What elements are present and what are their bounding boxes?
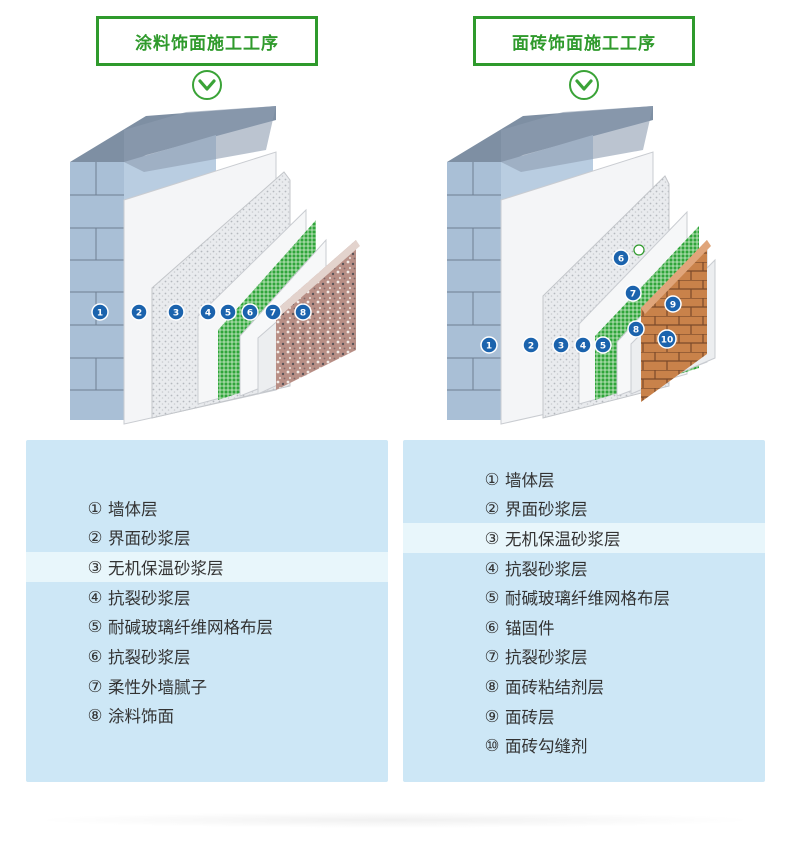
svg-text:7: 7 — [270, 309, 276, 319]
coating-finish-layer — [276, 240, 356, 390]
coating-title-box: 涂料饰面施工工序 — [96, 16, 318, 66]
svg-text:8: 8 — [300, 309, 306, 319]
tile-title: 面砖饰面施工工序 — [512, 33, 656, 54]
tile-wall-diagram: 1 2 3 4 5 6 7 8 9 10 — [403, 100, 765, 430]
svg-text:8: 8 — [633, 326, 639, 336]
svg-text:6: 6 — [247, 309, 253, 319]
svg-text:4: 4 — [205, 309, 211, 319]
tile-title-box: 面砖饰面施工工序 — [473, 16, 695, 66]
svg-text:9: 9 — [670, 301, 676, 311]
svg-text:7: 7 — [630, 290, 636, 300]
coating-title: 涂料饰面施工工序 — [135, 33, 279, 54]
svg-text:2: 2 — [528, 342, 534, 352]
svg-text:3: 3 — [558, 342, 564, 352]
svg-text:5: 5 — [225, 309, 231, 319]
svg-text:1: 1 — [97, 309, 103, 319]
layer-badges: 1 2 3 4 5 6 7 8 9 10 — [480, 249, 682, 354]
svg-text:10: 10 — [661, 336, 674, 346]
anchor-icon — [633, 244, 645, 256]
svg-text:6: 6 — [618, 255, 624, 265]
layer-badges: 1 2 3 4 5 6 7 8 — [91, 303, 312, 321]
chevron-down-circle-icon — [192, 70, 222, 100]
coating-finish-panel: 涂料饰面施工工序 — [26, 0, 388, 845]
svg-text:2: 2 — [136, 309, 142, 319]
svg-text:1: 1 — [486, 342, 492, 352]
svg-text:5: 5 — [600, 342, 606, 352]
tile-layer — [641, 240, 707, 402]
svg-text:4: 4 — [580, 342, 586, 352]
tile-finish-panel: 面砖饰面施工工序 — [403, 0, 765, 845]
bottom-shadow — [30, 812, 760, 828]
chevron-down-circle-icon — [569, 70, 599, 100]
svg-text:3: 3 — [173, 309, 179, 319]
coating-wall-diagram: 1 2 3 4 5 6 7 8 — [26, 100, 388, 430]
